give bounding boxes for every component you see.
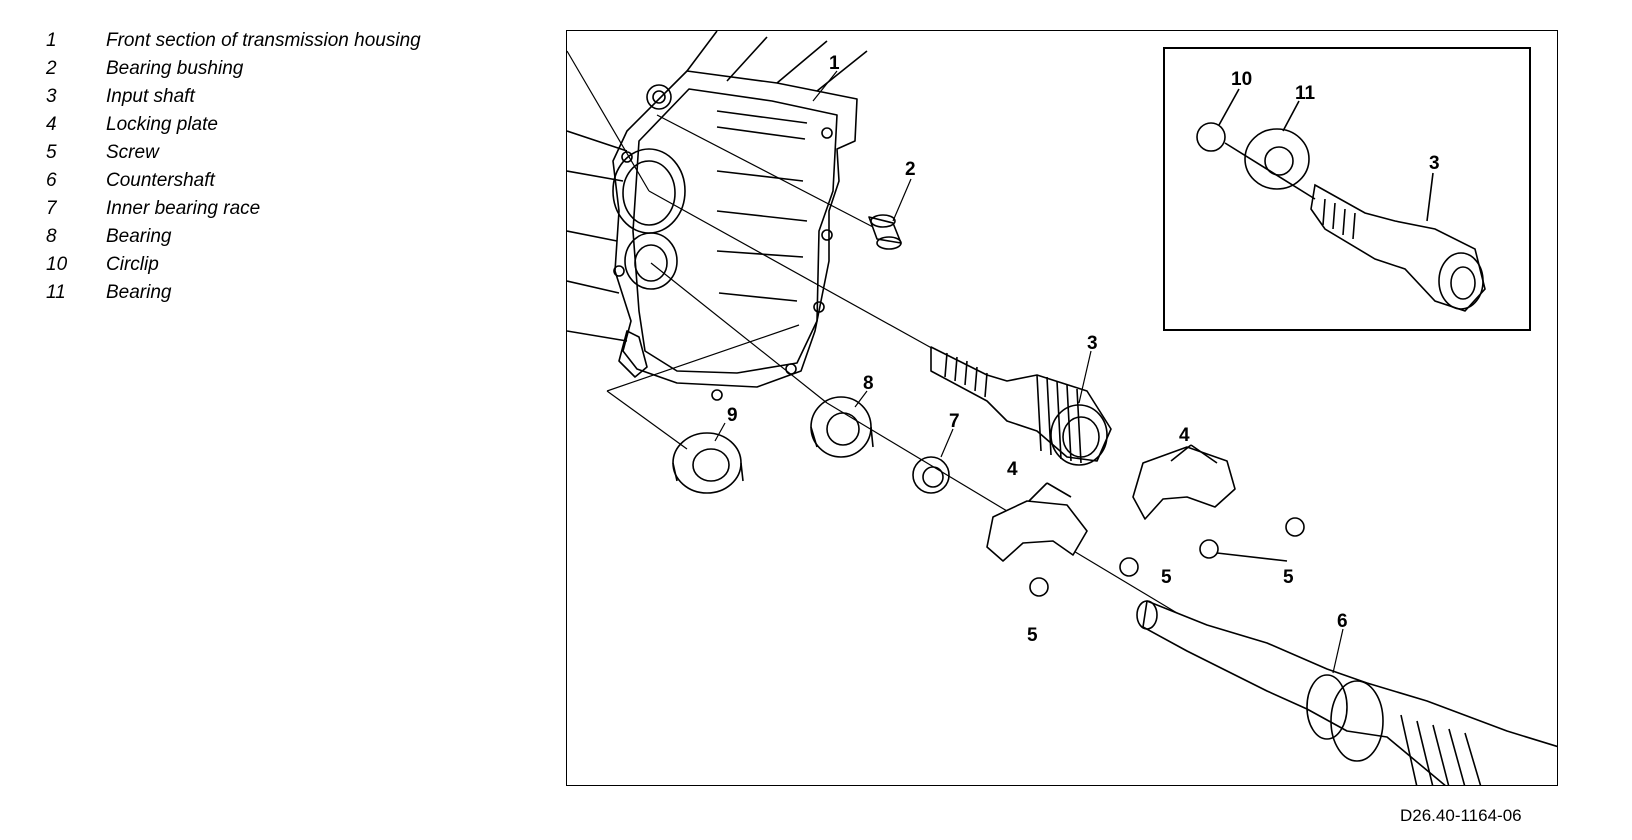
legend-item-number: 8: [46, 226, 57, 247]
callout-4-left: 4: [1007, 459, 1018, 480]
inset-drawing: 10 11 3: [1196, 69, 1486, 312]
legend-item-label: Screw: [106, 142, 159, 163]
legend-item: 6 Countershaft: [46, 167, 421, 195]
callout-7: 7: [949, 411, 960, 432]
legend-item: 3 Input shaft: [46, 83, 421, 111]
figure-code: D26.40-1164-06: [1400, 806, 1522, 825]
legend-item-label: Bearing: [106, 282, 172, 303]
inset-callouts: 10 11 3: [1231, 69, 1440, 174]
legend-item: 7 Inner bearing race: [46, 195, 421, 223]
legend-item-label: Countershaft: [106, 170, 215, 191]
legend-item-label: Bearing: [106, 226, 172, 247]
exploded-view-drawing: 1 2 3 4 4 5 5 5 6 7 8 9: [567, 31, 1557, 785]
locking-plates: [986, 444, 1236, 562]
legend-item-number: 1: [46, 30, 57, 51]
screws: [1029, 517, 1305, 597]
inset-callout-11: 11: [1295, 83, 1316, 104]
legend-item-label: Bearing bushing: [106, 58, 244, 79]
callout-5-bottom: 5: [1027, 625, 1038, 646]
callout-5-right: 5: [1283, 567, 1294, 588]
transmission-housing-front: [567, 31, 868, 401]
callout-1: 1: [829, 53, 840, 74]
legend-item-number: 6: [46, 170, 57, 191]
legend-item-number: 3: [46, 86, 57, 107]
exploded-view-figure: 1 2 3 4 4 5 5 5 6 7 8 9: [566, 30, 1558, 786]
assembly-axis-lines: [567, 50, 1208, 632]
figure-callouts: 1 2 3 4 4 5 5 5 6 7 8 9: [727, 53, 1348, 646]
legend-item-label: Circlip: [106, 254, 159, 275]
inset-bearing-11: [1244, 128, 1310, 190]
legend-item-number: 7: [46, 198, 57, 219]
inset-parts: [1196, 88, 1486, 312]
legend-item-number: 4: [46, 114, 57, 135]
legend-item-label: Input shaft: [106, 86, 195, 107]
legend-item: 4 Locking plate: [46, 111, 421, 139]
callout-3: 3: [1087, 333, 1098, 354]
inset-input-shaft: [1310, 183, 1486, 312]
legend-item: 11 Bearing: [46, 279, 421, 307]
legend-item-number: 11: [46, 282, 66, 303]
bearing-8: [810, 396, 874, 458]
input-shaft: [930, 346, 1112, 466]
inset-detail: 10 11 3: [1163, 47, 1531, 331]
parts-legend: 1 Front section of transmission housing 2…: [46, 27, 421, 307]
countershaft: [1136, 600, 1557, 785]
legend-item-label: Locking plate: [106, 114, 218, 135]
callout-4-right: 4: [1179, 425, 1190, 446]
circlip: [1196, 122, 1226, 152]
bearing-bushing: [868, 214, 902, 250]
legend-item-number: 10: [46, 254, 68, 275]
callout-9: 9: [727, 405, 738, 426]
legend-item-label: Front section of transmission housing: [106, 30, 421, 51]
bearing-9: [672, 432, 744, 494]
legend-item: 2 Bearing bushing: [46, 55, 421, 83]
callout-6: 6: [1337, 611, 1348, 632]
legend-item-number: 5: [46, 142, 57, 163]
callout-2: 2: [905, 159, 916, 180]
legend-item: 1 Front section of transmission housing: [46, 27, 421, 55]
legend-item: 5 Screw: [46, 139, 421, 167]
inset-callout-3: 3: [1429, 153, 1440, 174]
legend-item: 8 Bearing: [46, 223, 421, 251]
inner-bearing-race: [912, 456, 950, 494]
callout-5-middle: 5: [1161, 567, 1172, 588]
legend-item-number: 2: [46, 58, 57, 79]
legend-item: 10 Circlip: [46, 251, 421, 279]
legend-item-label: Inner bearing race: [106, 198, 261, 219]
inset-callout-10: 10: [1231, 69, 1252, 90]
callout-8: 8: [863, 373, 874, 394]
callout-leaders: [714, 70, 1344, 674]
